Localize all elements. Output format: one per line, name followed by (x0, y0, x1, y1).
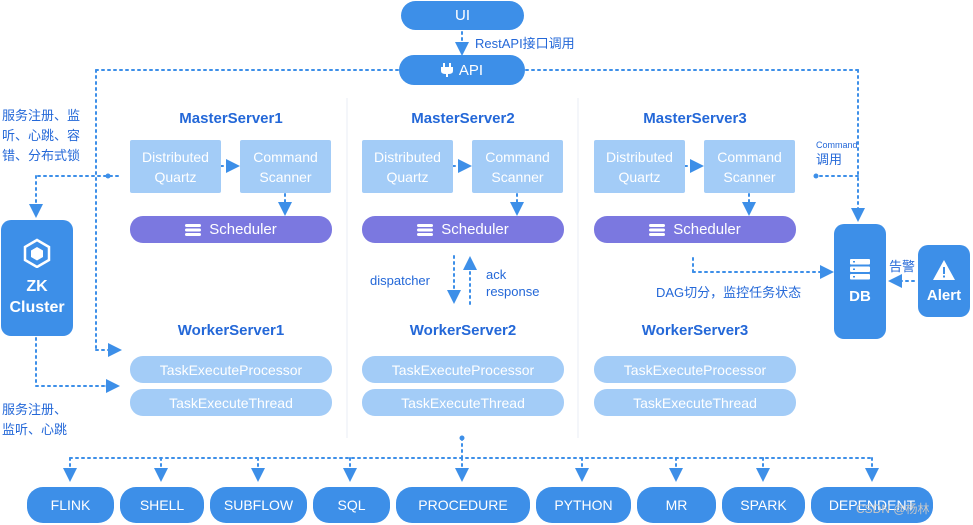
quartz-line: Quartz (618, 168, 661, 185)
scheduler-label: Scheduler (673, 221, 741, 238)
scanner-line: Command (253, 148, 318, 165)
database-stack-icon (185, 223, 202, 236)
plug-icon (440, 63, 453, 77)
quartz-line: Quartz (154, 168, 197, 185)
worker-title: WorkerServer2 (409, 322, 517, 339)
zk-cluster-node: ZK Cluster (1, 220, 73, 336)
task-execute-thread: TaskExecuteThread (594, 389, 796, 416)
task-execute-thread: TaskExecuteThread (362, 389, 564, 416)
database-stack-icon (417, 223, 434, 236)
scheduler-bar: Scheduler (362, 216, 564, 243)
api-label: API (458, 61, 484, 79)
ack-line: ack (486, 267, 507, 282)
task-type-python: PYTHON (536, 487, 631, 523)
scheduler-label: Scheduler (441, 221, 509, 238)
master-title: MasterServer2 (411, 110, 515, 127)
task-execute-thread: TaskExecuteThread (130, 389, 332, 416)
db-label: DB (849, 288, 871, 305)
scanner-line: Command (485, 148, 550, 165)
dag-note: DAG切分，监控任务状态 (656, 285, 802, 300)
quartz-line: Distributed (606, 148, 673, 165)
quartz-line: Distributed (374, 148, 441, 165)
server-icon (850, 259, 870, 280)
zk-label-line2: Cluster (9, 299, 65, 316)
scanner-line: Scanner (259, 168, 312, 185)
cube-icon (23, 238, 51, 268)
alert-node: Alert (918, 245, 970, 317)
dispatcher-label: dispatcher (370, 273, 430, 288)
warning-icon (933, 259, 955, 280)
task-type-sql: SQL (313, 487, 390, 523)
ack-line: response (486, 284, 540, 299)
ui-label: UI (455, 7, 470, 24)
master-title: MasterServer3 (643, 110, 747, 127)
worker-title: WorkerServer3 (641, 322, 749, 339)
task-type-dependent: DEPENDENT (811, 487, 933, 523)
note-line: 监听、心跳 (2, 422, 68, 437)
note-line: 服务注册、 (2, 402, 68, 417)
worker-registry-note: 服务注册、 监听、心跳 (2, 400, 97, 440)
quartz-line: Quartz (386, 168, 429, 185)
command-small-label: Command (816, 140, 858, 150)
scheduler-bar: Scheduler (130, 216, 332, 243)
scanner-line: Scanner (723, 168, 776, 185)
task-type-flink: FLINK (27, 487, 114, 523)
alert-label: Alert (926, 286, 962, 304)
task-execute-processor: TaskExecuteProcessor (594, 356, 796, 383)
database-stack-icon (649, 223, 666, 236)
ack-response-label: ack response (486, 266, 539, 300)
master-title: MasterServer1 (179, 110, 283, 127)
watermark: CSDN @杨林 (856, 502, 930, 516)
api-node: API (399, 55, 525, 85)
task-type-subflow: SUBFLOW (210, 487, 307, 523)
command-call-label: 调用 (816, 152, 843, 167)
task-type-mr: MR (637, 487, 716, 523)
scheduler-label: Scheduler (209, 221, 277, 238)
task-type-procedure: PROCEDURE (396, 487, 530, 523)
rest-api-label: RestAPI接口调用 (475, 36, 575, 51)
ui-node: UI (401, 1, 524, 30)
scanner-line: Command (717, 148, 782, 165)
note-line: 错、分布式锁 (2, 148, 81, 163)
alert-arrow-label: 告警 (889, 259, 916, 274)
note-line: 服务注册、监 (2, 108, 81, 123)
task-type-shell: SHELL (120, 487, 204, 523)
quartz-line: Distributed (142, 148, 209, 165)
master-registry-note: 服务注册、监 听、心跳、容 错、分布式锁 (2, 106, 97, 166)
db-node: DB (834, 224, 886, 339)
scanner-line: Scanner (491, 168, 544, 185)
task-type-spark: SPARK (722, 487, 805, 523)
task-execute-processor: TaskExecuteProcessor (362, 356, 564, 383)
scheduler-bar: Scheduler (594, 216, 796, 243)
task-execute-processor: TaskExecuteProcessor (130, 356, 332, 383)
note-line: 听、心跳、容 (2, 128, 81, 143)
zk-label-line1: ZK (26, 278, 48, 295)
worker-title: WorkerServer1 (177, 322, 285, 339)
